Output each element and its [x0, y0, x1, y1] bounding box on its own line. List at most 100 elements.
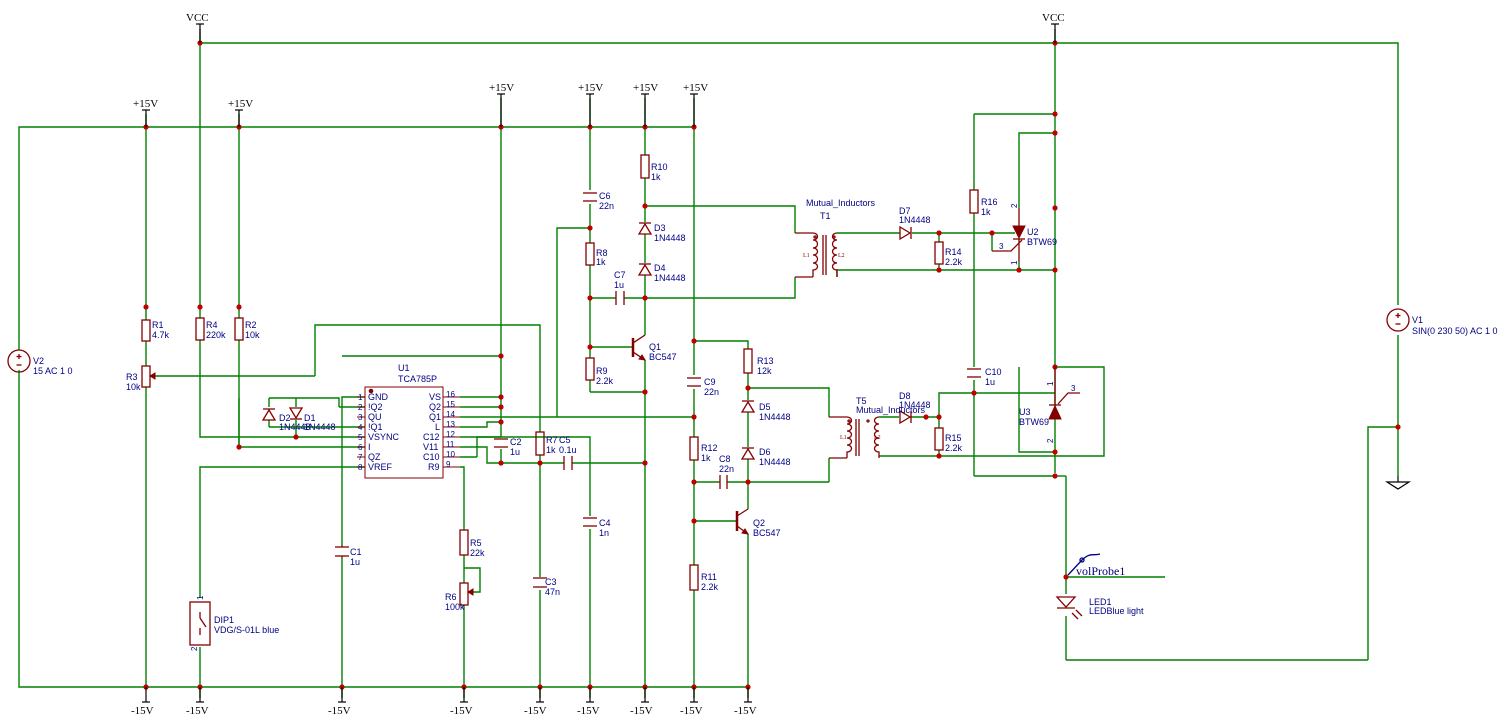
u1-pin-name: C10 [423, 452, 440, 462]
m15v-8: -15V [680, 687, 703, 717]
u1-pin-name: VSYNC [368, 432, 400, 442]
t5-l1: L1 [840, 435, 847, 441]
d4-ref: D4 [654, 263, 666, 273]
p15v-c6: +15V [578, 82, 603, 127]
u1-pin-num: 8 [358, 463, 363, 472]
transformer-t1: L1 L2 Mutual_Inductors T1 [795, 198, 876, 278]
p15v-label: +15V [683, 82, 708, 94]
r13-ref: R13 [757, 356, 774, 366]
source-v1: V1 SIN(0 230 50) AC 1 0 [1386, 308, 1498, 336]
p15v-label: +15V [578, 82, 603, 94]
u1-pin-name: V11 [423, 442, 438, 452]
resistor-r10: R10 1k [640, 154, 668, 182]
m15v-7: -15V [630, 687, 653, 717]
resistor-r5: R5 22k [459, 529, 485, 558]
c8-value: 22n [719, 464, 734, 474]
r5-value: 22k [470, 548, 485, 558]
p15v-label: +15V [133, 98, 158, 110]
u1-pin-name: L [435, 422, 440, 432]
r4-value: 220k [206, 330, 226, 340]
capacitor-c2: C2 1u [494, 437, 522, 457]
r3-ref: R3 [126, 372, 138, 382]
d7-value: 1N4448 [899, 215, 931, 225]
c2-value: 1u [510, 447, 520, 457]
c4-value: 1n [599, 528, 609, 538]
v2-value: 15 AC 1 0 [33, 366, 73, 376]
r7-ref: R7 [546, 435, 558, 445]
c3-ref: C3 [545, 577, 557, 587]
capacitor-c5: C5 0.1u [559, 435, 577, 470]
d2-ref: D2 [279, 413, 291, 423]
u1-pin-num: 11 [446, 440, 455, 449]
t5-value: Mutual_Inductors [856, 405, 926, 415]
thyristor-u3: 1 3 2 U3 BTW69 [1019, 367, 1080, 443]
r16-ref: R16 [981, 197, 998, 207]
p15v-label: +15V [228, 98, 253, 110]
u1-pin-num: 4 [358, 423, 363, 432]
u2-ref: U2 [1027, 227, 1039, 237]
t5-ref: T5 [856, 396, 867, 406]
m15v-4: -15V [450, 687, 473, 717]
u1-pin-name: VREF [368, 462, 393, 472]
resistor-r4: R4 220k [195, 317, 226, 341]
r15-value: 2.2k [945, 443, 963, 453]
u1-pin-num: 6 [358, 443, 363, 452]
u1-pin-name: R9 [428, 462, 440, 472]
d3-value: 1N4448 [654, 233, 686, 243]
c6-value: 22n [599, 201, 614, 211]
u1-pin-num: 13 [446, 420, 455, 429]
diode-d2: D2 1N4448 [261, 408, 311, 432]
t5-l2: L2 [874, 435, 881, 441]
resistor-r16: R16 1k [969, 189, 998, 217]
r2-ref: R2 [245, 320, 257, 330]
m15v-label: -15V [734, 705, 757, 717]
c1-ref: C1 [350, 547, 362, 557]
c1-value: 1u [350, 557, 360, 567]
led1-value: LEDBlue light [1089, 606, 1144, 616]
u1-pin-num: 14 [446, 410, 455, 419]
vcc-label: VCC [1042, 12, 1065, 24]
v2-ref: V2 [33, 356, 44, 366]
r14-ref: R14 [945, 247, 962, 257]
r6-value: 100k [445, 602, 465, 612]
t1-value: Mutual_Inductors [806, 198, 876, 208]
r4-ref: R4 [206, 320, 218, 330]
resistors: R1 4.7k R3 10k R4 220k R2 10k R7 1k R5 2… [126, 154, 998, 612]
thyristor-u2: 2 3 1 U2 BTW69 [992, 203, 1057, 265]
d3-ref: D3 [654, 223, 666, 233]
capacitor-c6: C6 22n [583, 191, 614, 211]
r13-value: 12k [757, 366, 772, 376]
v1-value: SIN(0 230 50) AC 1 0 [1412, 326, 1498, 336]
capacitor-c4: C4 1n [583, 517, 611, 538]
c3-value: 47n [545, 587, 560, 597]
transformer-t5: L1 L2 T5 Mutual_Inductors [829, 396, 926, 459]
capacitor-c1: C1 1u [335, 545, 362, 567]
dip1-ref: DIP1 [214, 615, 234, 625]
resistor-r3: R3 10k [126, 365, 156, 392]
u2-pin2: 2 [1010, 203, 1019, 208]
resistor-r13: R13 12k [743, 348, 774, 376]
c8-ref: C8 [719, 454, 731, 464]
d5-ref: D5 [759, 402, 771, 412]
t1-l1: L1 [803, 253, 810, 259]
source-v2: V2 15 AC 1 0 [7, 349, 73, 376]
c5-value: 0.1u [559, 445, 577, 455]
dip1-value: VDG/S-01L blue [214, 625, 279, 635]
u3-value: BTW69 [1019, 417, 1049, 427]
r2-value: 10k [245, 330, 260, 340]
c5-ref: C5 [559, 435, 571, 445]
r8-ref: R8 [596, 248, 608, 258]
m15v-label: -15V [680, 705, 703, 717]
p15v-c9: +15V [683, 82, 708, 127]
r15-ref: R15 [945, 433, 962, 443]
capacitors: C1 1u C2 1u C3 47n C4 1n C5 0.1u C6 22n … [335, 191, 1002, 597]
m15v-5: -15V [524, 687, 547, 717]
u1-pin-num: 9 [446, 460, 451, 469]
diode-d5: D5 1N4448 [740, 400, 791, 422]
q2-value: BC547 [753, 528, 781, 538]
probe-label: volProbe1 [1076, 564, 1125, 578]
resistor-r6: R6 100k [445, 582, 474, 612]
c9-value: 22n [704, 387, 719, 397]
r11-value: 2.2k [701, 582, 719, 592]
